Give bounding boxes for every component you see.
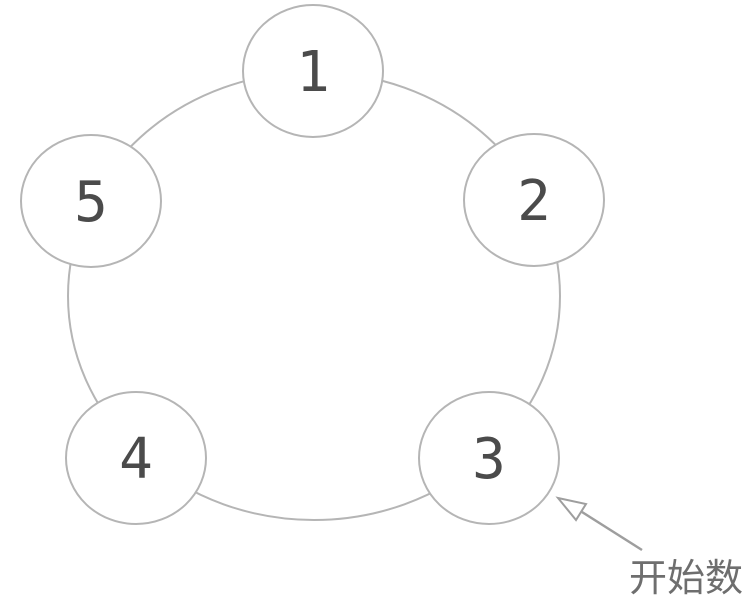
node-circle	[418, 391, 560, 525]
node-circle	[65, 391, 207, 525]
start-arrow	[555, 496, 643, 552]
node-label: 3	[472, 427, 506, 492]
node-label: 2	[517, 169, 551, 234]
node-circle	[20, 134, 162, 268]
node-2: 2	[463, 133, 605, 267]
node-label: 5	[74, 170, 108, 235]
arrowhead-icon	[555, 496, 588, 522]
node-label: 1	[296, 40, 330, 105]
arrow-shaft	[581, 510, 643, 552]
node-4: 4	[65, 391, 207, 525]
node-circle	[242, 4, 384, 138]
node-label: 4	[119, 427, 153, 492]
start-label: 开始数	[629, 556, 743, 600]
node-5: 5	[20, 134, 162, 268]
node-circle	[463, 133, 605, 267]
node-3: 3	[418, 391, 560, 525]
node-1: 1	[242, 4, 384, 138]
